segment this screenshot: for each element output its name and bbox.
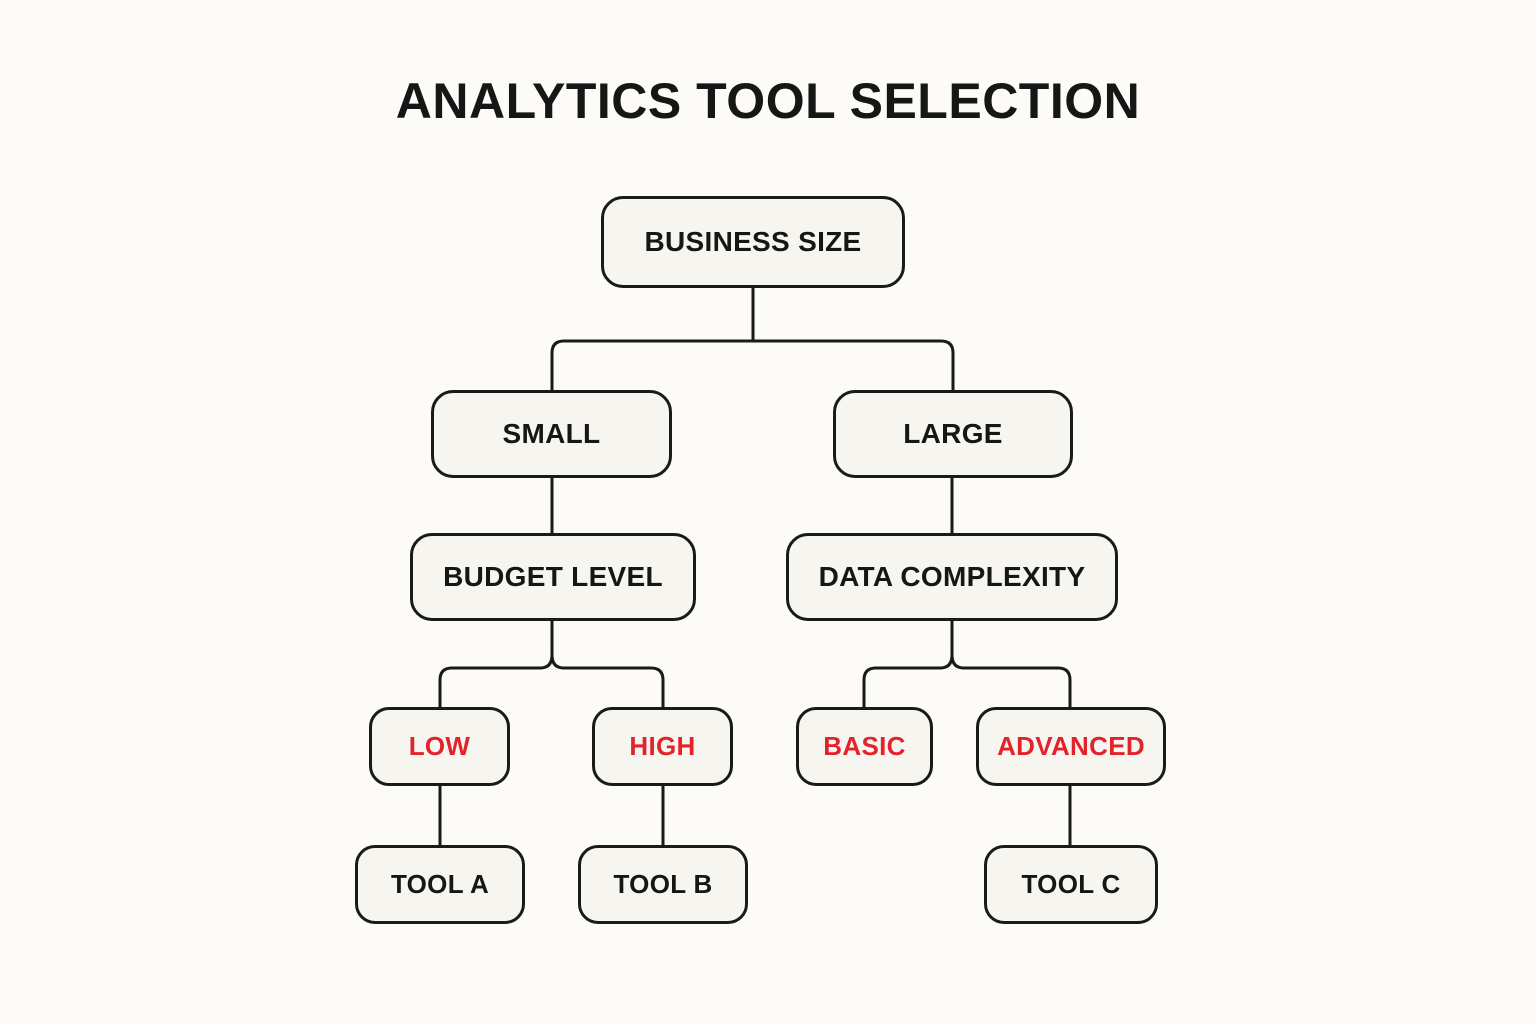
node-budget-level: BUDGET LEVEL: [410, 533, 696, 621]
node-business-size: BUSINESS SIZE: [601, 196, 905, 288]
node-tool-b: TOOL B: [578, 845, 748, 924]
node-tool-c: TOOL C: [984, 845, 1158, 924]
node-basic: BASIC: [796, 707, 933, 786]
node-high: HIGH: [592, 707, 733, 786]
node-large: LARGE: [833, 390, 1073, 478]
node-advanced: ADVANCED: [976, 707, 1166, 786]
page-title: ANALYTICS TOOL SELECTION: [395, 73, 1141, 129]
node-data-complexity: DATA COMPLEXITY: [786, 533, 1118, 621]
node-tool-a: TOOL A: [355, 845, 525, 924]
node-small: SMALL: [431, 390, 672, 478]
node-low: LOW: [369, 707, 510, 786]
